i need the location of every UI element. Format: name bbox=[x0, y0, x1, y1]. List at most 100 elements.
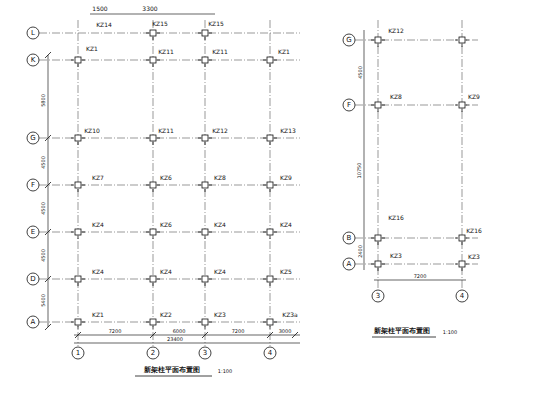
axis-label: A bbox=[31, 319, 36, 326]
axis-label: L bbox=[31, 30, 35, 37]
column-section bbox=[150, 57, 156, 63]
column-tag: KZ3 bbox=[390, 253, 402, 259]
column-tag: KZ8 bbox=[214, 175, 226, 181]
dimension: 7200 bbox=[232, 329, 245, 334]
column-tag: KZ11 bbox=[158, 49, 174, 55]
dimension: 3300 bbox=[142, 6, 157, 12]
dimension: 6000 bbox=[173, 329, 186, 334]
column-section bbox=[75, 135, 81, 141]
scale-note: 1:100 bbox=[218, 369, 232, 374]
column-tag: KZ13 bbox=[280, 128, 296, 134]
column-section bbox=[267, 319, 273, 325]
column-tag: KZ15 bbox=[208, 21, 224, 27]
column-tag: KZ6 bbox=[160, 222, 172, 228]
column-tag: KZ4 bbox=[214, 222, 226, 228]
column-tag: KZ8 bbox=[390, 94, 402, 100]
column-section bbox=[459, 37, 465, 43]
column-section bbox=[267, 276, 273, 282]
column-tag: KZ1 bbox=[278, 49, 290, 55]
scale-note: 1:100 bbox=[443, 330, 457, 335]
column-tag: KZ11 bbox=[158, 128, 174, 134]
column-section bbox=[375, 37, 381, 43]
dimension: 23400 bbox=[167, 337, 183, 342]
column-tag: KZ7 bbox=[92, 175, 104, 181]
plan-title: 新架柱平面布置图 bbox=[374, 328, 430, 335]
column-tag: KZ15 bbox=[152, 21, 168, 27]
column-tag: KZ2 bbox=[160, 312, 172, 318]
column-section bbox=[202, 57, 208, 63]
column-tag: KZ9 bbox=[280, 175, 292, 181]
axis-label: F bbox=[31, 182, 35, 189]
dimension: 7200 bbox=[109, 329, 122, 334]
column-tag: KZ3a bbox=[282, 312, 298, 318]
column-tag: KZ3 bbox=[214, 312, 226, 318]
column-tag: KZ4 bbox=[214, 269, 226, 275]
column-section bbox=[375, 261, 381, 267]
column-section bbox=[375, 102, 381, 108]
axis-label: 3 bbox=[376, 293, 380, 300]
column-tag: KZ4 bbox=[92, 269, 104, 275]
column-section bbox=[267, 135, 273, 141]
column-tag: KZ4 bbox=[160, 269, 172, 275]
column-section bbox=[202, 276, 208, 282]
axis-label: 4 bbox=[460, 293, 464, 300]
column-section bbox=[75, 229, 81, 235]
dimension: 5400 bbox=[40, 294, 45, 307]
dimension: 4500 bbox=[40, 156, 45, 169]
column-tag: KZ12 bbox=[212, 128, 228, 134]
column-section bbox=[75, 182, 81, 188]
column-tag: KZ5 bbox=[280, 269, 292, 275]
axis-label: G bbox=[30, 135, 35, 142]
axis-label: F bbox=[347, 102, 351, 109]
column-tag: KZ11 bbox=[212, 49, 228, 55]
column-section bbox=[459, 102, 465, 108]
column-section bbox=[267, 229, 273, 235]
column-section bbox=[202, 229, 208, 235]
column-tag: KZ1 bbox=[92, 312, 104, 318]
column-tag: KZ3 bbox=[468, 254, 480, 260]
axis-label: G bbox=[346, 37, 351, 44]
column-tag: KZ14 bbox=[96, 22, 112, 28]
axis-label: A bbox=[347, 261, 352, 268]
plan-title: 新架柱平面布置图 bbox=[144, 367, 200, 374]
dimension: 3000 bbox=[279, 329, 292, 334]
dimension: 4500 bbox=[357, 66, 362, 79]
column-section bbox=[150, 135, 156, 141]
column-tag: KZ4 bbox=[280, 222, 292, 228]
axis-label: 2 bbox=[151, 350, 155, 357]
axis-label: 4 bbox=[268, 350, 272, 357]
column-section bbox=[375, 235, 381, 241]
column-section bbox=[75, 319, 81, 325]
column-section bbox=[75, 57, 81, 63]
column-section bbox=[150, 276, 156, 282]
column-section bbox=[150, 182, 156, 188]
axis-label: E bbox=[31, 229, 35, 236]
column-tag: KZ6 bbox=[160, 175, 172, 181]
column-section bbox=[202, 135, 208, 141]
axis-label: K bbox=[31, 57, 36, 64]
column-tag: KZ4 bbox=[92, 222, 104, 228]
column-section bbox=[75, 276, 81, 282]
dimension: 4500 bbox=[40, 249, 45, 262]
column-section bbox=[267, 182, 273, 188]
column-section bbox=[202, 30, 208, 36]
column-tag: KZ16 bbox=[388, 215, 404, 221]
column-tag: KZ12 bbox=[388, 28, 404, 34]
column-tag: KZ9 bbox=[468, 94, 480, 100]
column-tag: KZ1 bbox=[86, 46, 98, 52]
axis-label: 1 bbox=[76, 350, 80, 357]
column-section bbox=[202, 319, 208, 325]
axis-label: D bbox=[30, 276, 35, 283]
column-tag: KZ16 bbox=[466, 228, 482, 234]
column-section bbox=[459, 261, 465, 267]
column-section bbox=[459, 235, 465, 241]
dimension: 7200 bbox=[414, 274, 427, 279]
column-section bbox=[150, 229, 156, 235]
column-section bbox=[202, 182, 208, 188]
dimension: 1500 bbox=[92, 6, 107, 12]
dimension: 2400 bbox=[357, 245, 362, 258]
column-section bbox=[150, 30, 156, 36]
axis-label: B bbox=[347, 235, 352, 242]
